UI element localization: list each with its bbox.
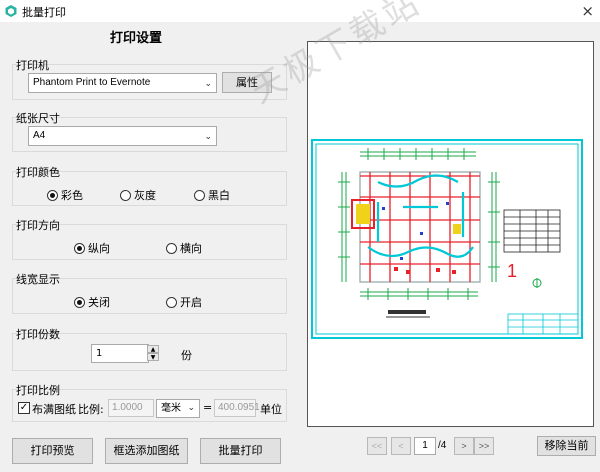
color-option-bw[interactable]: 黑白 <box>194 187 230 203</box>
paper-selected-value: A4 <box>33 130 46 141</box>
title-bar: 批量打印 × <box>0 0 600 22</box>
radio-label: 关闭 <box>88 296 110 309</box>
dimension-lines-sides <box>338 172 500 282</box>
north-arrow-icon <box>532 278 542 288</box>
radio-icon <box>166 242 177 254</box>
lineweight-label: 线宽显示 <box>16 273 60 286</box>
print-preview-button[interactable]: 打印预览 <box>12 438 93 464</box>
printer-selected-value: Phantom Print to Evernote <box>33 77 151 88</box>
page-total: /4 <box>438 440 447 451</box>
drawing-caption-mark <box>388 310 426 314</box>
drawing-inner-frame <box>315 143 579 335</box>
lineweight-option-on[interactable]: 开启 <box>166 294 202 310</box>
ratio-input[interactable]: 1.0000 <box>108 399 154 417</box>
stepper-up-icon[interactable]: ▲ <box>147 345 159 353</box>
orientation-group <box>12 224 287 260</box>
radio-icon <box>120 189 131 201</box>
dimension-lines-bottom <box>360 288 478 300</box>
paper-label: 纸张尺寸 <box>16 112 60 125</box>
radio-icon <box>74 242 85 254</box>
add-drawing-button[interactable]: 框选添加图纸 <box>105 438 188 464</box>
radio-icon <box>47 189 58 201</box>
page-number-input[interactable]: 1 <box>414 437 436 455</box>
panel-title: 打印设置 <box>110 31 163 46</box>
radio-label: 灰度 <box>134 189 156 202</box>
prev-page-button[interactable]: < <box>391 437 411 455</box>
radio-label: 横向 <box>180 242 202 255</box>
close-icon[interactable]: × <box>581 2 594 20</box>
batch-print-button[interactable]: 批量打印 <box>200 438 281 464</box>
dimension-lines-top <box>360 148 476 160</box>
drawing-units-input[interactable]: 400.0951 <box>214 399 260 417</box>
drawing-preview: 1 <box>311 139 583 339</box>
fit-paper-checkbox[interactable]: ✓ <box>18 402 30 414</box>
orientation-option-portrait[interactable]: 纵向 <box>74 240 110 256</box>
printer-label: 打印机 <box>16 59 49 72</box>
last-page-button[interactable]: >> <box>474 437 494 455</box>
copies-input[interactable]: 1 <box>91 344 149 363</box>
orientation-option-landscape[interactable]: 横向 <box>166 240 202 256</box>
color-option-color[interactable]: 彩色 <box>47 187 83 203</box>
chevron-down-icon: ⌄ <box>204 131 212 141</box>
print-preview-panel: 1 <box>307 41 594 427</box>
scale-label: 打印比例 <box>16 384 60 397</box>
first-page-button[interactable]: << <box>367 437 387 455</box>
lineweight-group <box>12 278 287 314</box>
remove-current-button[interactable]: 移除当前 <box>537 436 596 456</box>
radio-icon <box>74 296 85 308</box>
radio-label: 彩色 <box>61 189 83 202</box>
window-title: 批量打印 <box>22 6 66 19</box>
unit-selected-value: 毫米 <box>161 403 181 414</box>
radio-label: 纵向 <box>88 242 110 255</box>
copies-unit: 份 <box>181 349 192 362</box>
equals-sign: = <box>203 401 213 414</box>
copies-stepper[interactable]: ▲ ▼ <box>147 345 159 362</box>
chevron-down-icon: ⌄ <box>187 403 195 413</box>
ratio-label: 比例: <box>78 403 104 416</box>
printer-properties-button[interactable]: 属性 <box>222 72 272 93</box>
title-block-table <box>503 209 561 253</box>
unit-select[interactable]: 毫米 ⌄ <box>156 399 200 418</box>
chevron-down-icon: ⌄ <box>204 78 212 88</box>
app-logo-icon <box>5 5 17 17</box>
color-label: 打印颜色 <box>16 166 60 179</box>
stamp-table <box>507 313 579 335</box>
floor-plan <box>351 171 481 283</box>
radio-icon <box>166 296 177 308</box>
stepper-down-icon[interactable]: ▼ <box>147 353 159 361</box>
radio-icon <box>194 189 205 201</box>
fit-paper-label: 布满图纸 <box>32 403 76 416</box>
printer-select[interactable]: Phantom Print to Evernote ⌄ <box>28 73 217 93</box>
lineweight-option-off[interactable]: 关闭 <box>74 294 110 310</box>
drawing-unit-label: 单位 <box>260 403 282 416</box>
radio-label: 开启 <box>180 296 202 309</box>
color-option-gray[interactable]: 灰度 <box>120 187 156 203</box>
drawing-outer-frame <box>311 139 583 339</box>
sheet-number-label: 1 <box>507 261 517 281</box>
color-group <box>12 171 287 206</box>
copies-label: 打印份数 <box>16 328 60 341</box>
next-page-button[interactable]: > <box>454 437 474 455</box>
orientation-label: 打印方向 <box>16 219 60 232</box>
paper-select[interactable]: A4 ⌄ <box>28 126 217 146</box>
radio-label: 黑白 <box>208 189 230 202</box>
